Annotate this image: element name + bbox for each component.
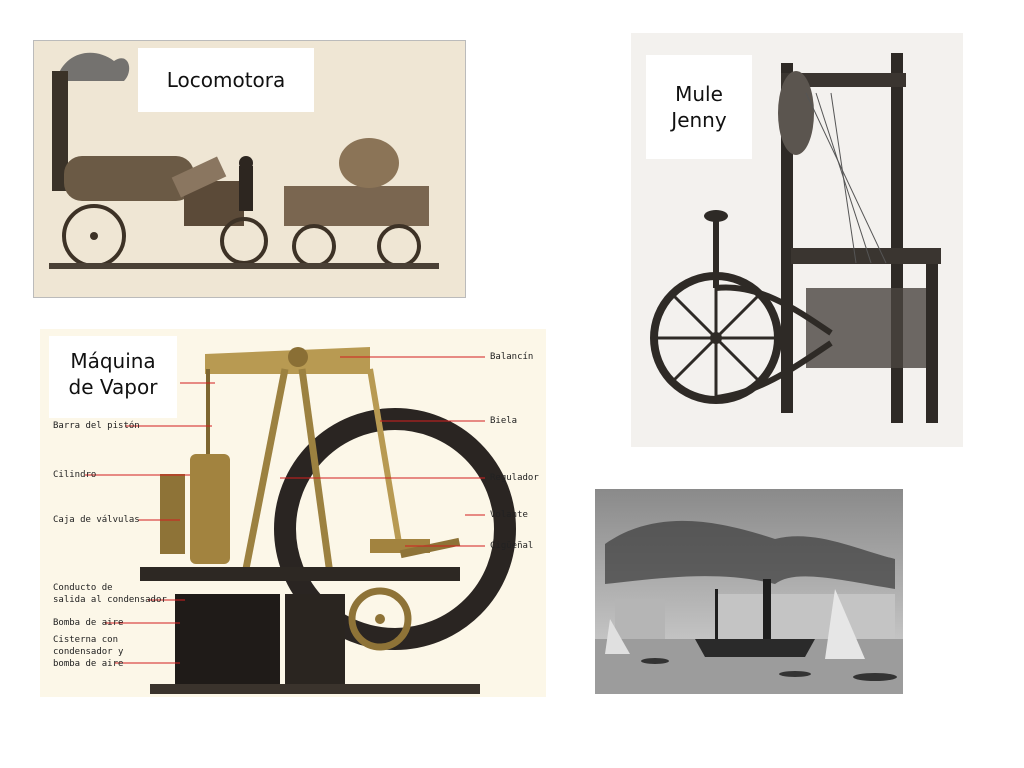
mule-jenny-label-line2: Jenny [671, 108, 727, 132]
callout-conducto-2: salida al condensador [53, 595, 167, 605]
mule-jenny-label-line1: Mule [675, 82, 723, 106]
mule-jenny-image: Mule Jenny [631, 33, 963, 447]
steam-engine-label-line1: Máquina [70, 349, 156, 373]
callout-caja-valvulas: Caja de válvulas [53, 515, 140, 525]
callout-cilindro: Cilindro [53, 470, 97, 480]
mule-jenny-label: Mule Jenny [646, 55, 752, 159]
steam-engine-label: Máquina de Vapor [49, 336, 177, 418]
callout-ciguenal: Cigüeñal [490, 541, 534, 551]
callout-cisterna-1: Cisterna con [53, 635, 119, 645]
callout-cisterna-2: condensador y [53, 647, 124, 657]
callout-conducto-1: Conducto de [53, 583, 113, 593]
callout-barra-piston: Barra del pistón [53, 421, 140, 431]
callout-balancin: Balancín [490, 352, 534, 362]
steam-engine-image: Barra del pistón Cilindro Caja de válvul… [40, 329, 546, 697]
locomotive-label-text: Locomotora [166, 68, 286, 92]
steamboat-illustration [595, 489, 903, 694]
steam-engine-label-line2: de Vapor [68, 375, 158, 399]
callout-volante: Volante [490, 510, 528, 520]
steamboat-image [595, 489, 903, 694]
callout-cisterna-3: bomba de aire [53, 659, 124, 669]
callout-bomba-aire: Bomba de aire [53, 618, 124, 628]
callout-biela: Biela [490, 416, 518, 426]
locomotive-label: Locomotora [138, 48, 314, 112]
locomotive-image: Locomotora [33, 40, 466, 298]
callout-regulador: Regulador [490, 473, 539, 483]
